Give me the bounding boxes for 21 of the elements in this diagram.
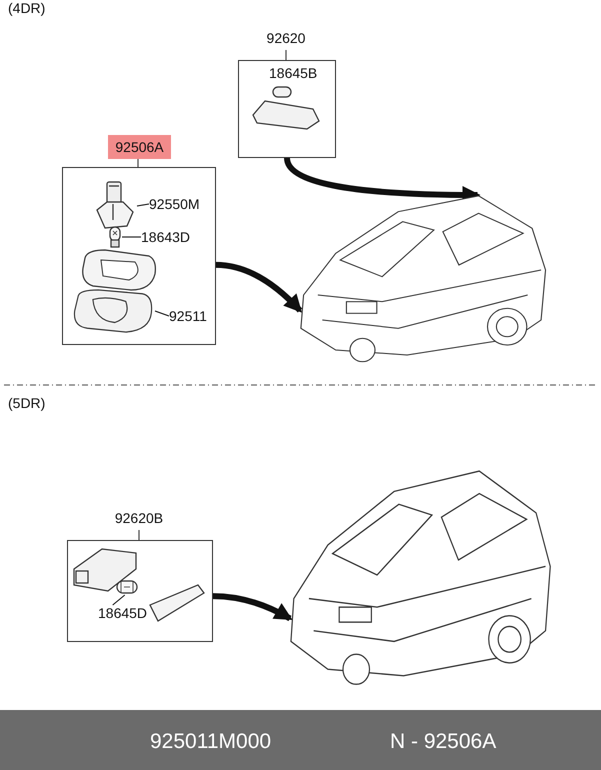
part-number: 18643D (141, 229, 190, 245)
leader-line (136, 204, 150, 206)
section-label: (5DR) (8, 395, 46, 411)
part-number: 92620B (114, 510, 164, 526)
part-number: 92511 (169, 308, 207, 324)
arrow (216, 262, 302, 313)
part-number: 92550M (149, 196, 200, 212)
leader-line (112, 594, 126, 606)
bulb-drawing (108, 226, 122, 248)
bulb-drawing (116, 579, 138, 595)
section-label: (4DR) (8, 0, 46, 16)
part-number: N - 92506A (390, 730, 496, 754)
lamp-housing-drawing (71, 288, 155, 334)
arrow (212, 593, 293, 622)
part-number: 18645B (269, 65, 318, 81)
part-number: 92620 (266, 30, 306, 46)
part-number: 92506A (108, 135, 172, 159)
leader-line (122, 236, 142, 238)
part-number: 925011M000 (150, 730, 272, 754)
part-number: 18645D (98, 605, 148, 621)
leader-line (154, 310, 170, 316)
